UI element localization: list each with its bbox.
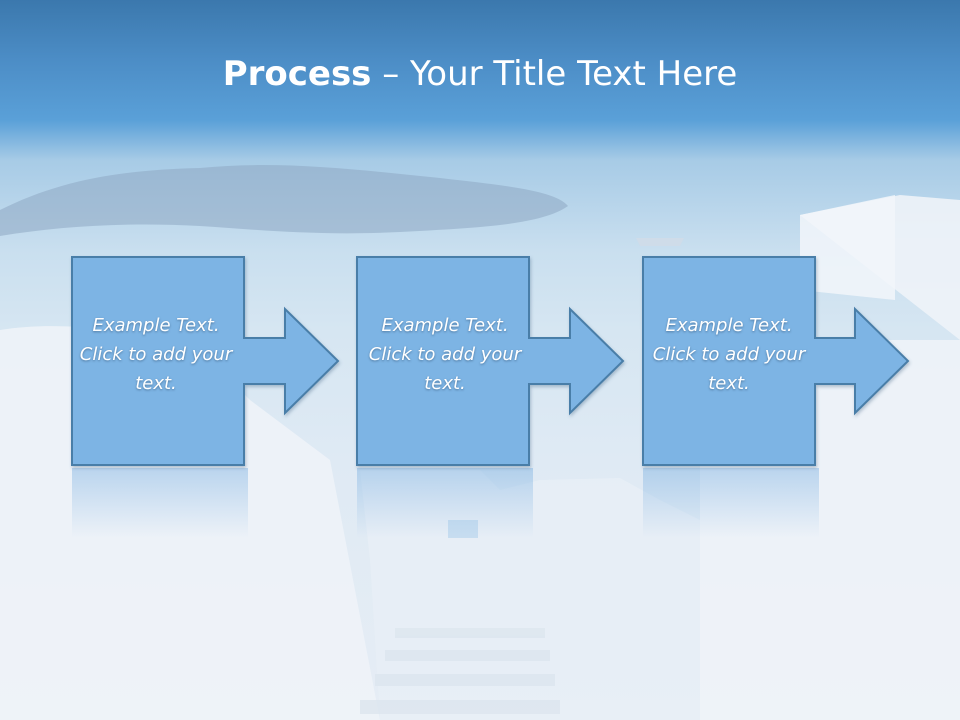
step-3-text[interactable]: Example Text. Click to add your text. [652, 315, 806, 394]
process-step-3[interactable] [642, 256, 910, 466]
process-step-1[interactable] [71, 256, 340, 466]
step-reflection-2 [357, 468, 533, 538]
building-right [700, 195, 960, 720]
process-step-2[interactable] [356, 256, 625, 466]
title-rest: – Your Title Text Here [371, 54, 738, 94]
slide-title[interactable]: Process – Your Title Text Here [0, 52, 960, 96]
title-strong: Process [222, 54, 372, 94]
island-silhouette [0, 165, 568, 236]
ship [636, 238, 684, 246]
step-1-text[interactable]: Example Text. Click to add your text. [79, 315, 233, 394]
building-top-right [800, 195, 895, 300]
step-reflection-3 [643, 468, 819, 538]
step-reflection-1 [72, 468, 248, 538]
step-2-text[interactable]: Example Text. Click to add your text. [368, 315, 522, 394]
pool [448, 520, 478, 538]
stairs [360, 628, 560, 714]
